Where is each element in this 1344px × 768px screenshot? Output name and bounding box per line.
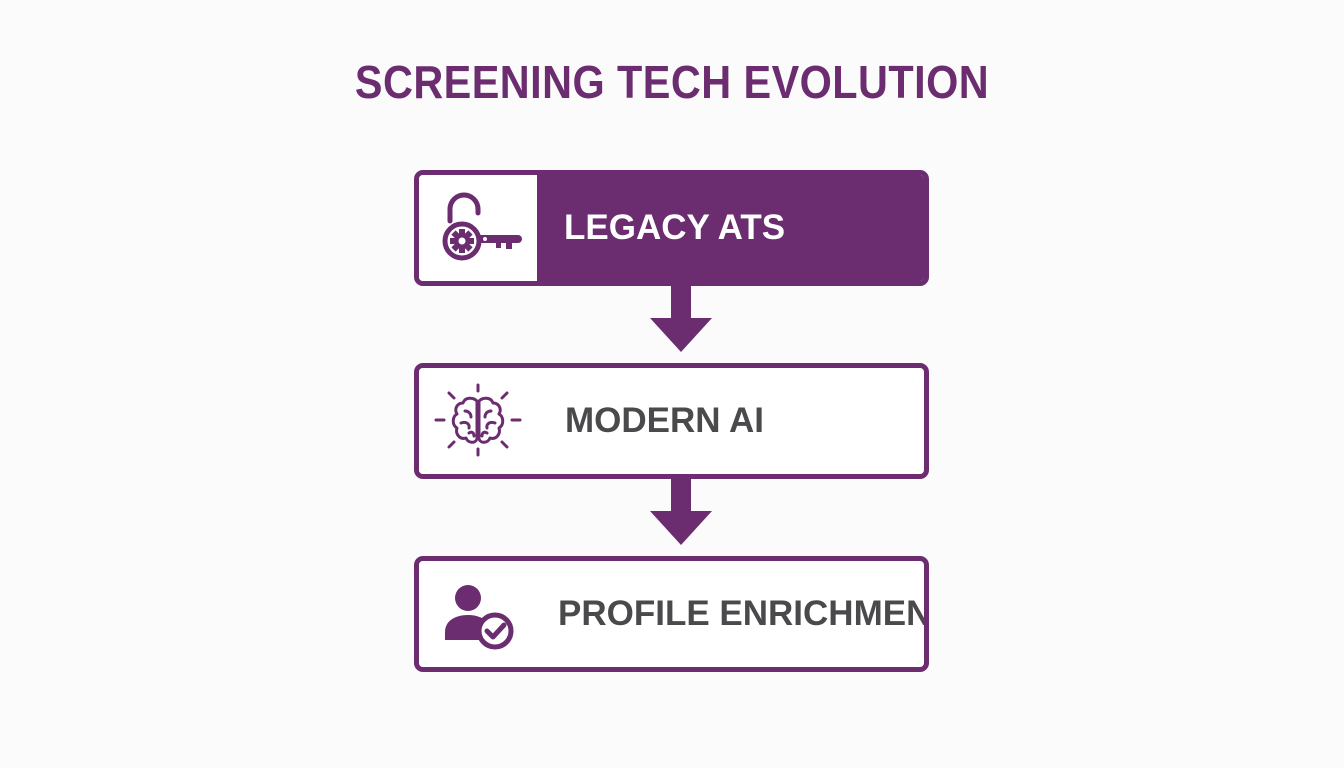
brain-icon [434, 383, 522, 457]
icon-panel [419, 368, 537, 474]
lock-gear-key-icon [442, 192, 522, 261]
step-modern-ai: MODERN AI [414, 363, 929, 479]
step-label: PROFILE ENRICHMENT [558, 594, 929, 633]
step-legacy-ats: LEGACY ATS [414, 170, 929, 286]
step-profile-enrichment: PROFILE ENRICHMENT [414, 556, 929, 672]
step-label: MODERN AI [565, 401, 764, 440]
down-arrow-icon [650, 479, 712, 545]
page-title: SCREENING TECH EVOLUTION [354, 56, 990, 108]
step-label: LEGACY ATS [564, 208, 786, 247]
down-arrow-icon [650, 286, 712, 352]
label-panel [537, 175, 924, 281]
icon-panel [419, 175, 537, 281]
user-check-icon [445, 585, 514, 650]
icon-panel [419, 561, 537, 667]
